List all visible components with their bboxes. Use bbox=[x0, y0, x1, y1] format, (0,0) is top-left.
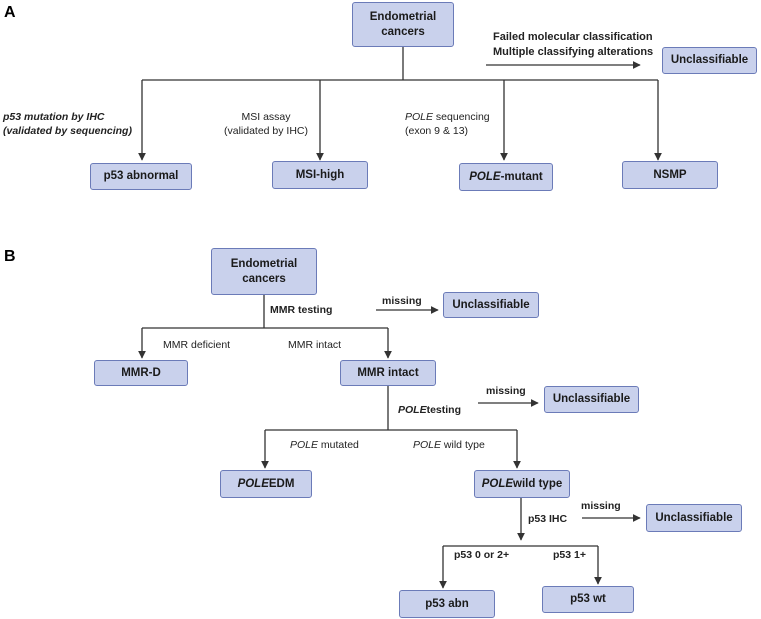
panel-a-label: A bbox=[4, 4, 16, 21]
branch1-label: p53 mutation by IHC (validated by sequen… bbox=[3, 110, 132, 138]
side-note-line-2: Multiple classifying alterations bbox=[493, 45, 654, 58]
unclassifiable-node-a: Unclassifiable bbox=[662, 47, 757, 74]
p53-ihc-label: p53 IHC bbox=[528, 513, 568, 525]
pole-wt-label: POLE wild type bbox=[413, 438, 485, 452]
pole-mutated-em: POLE bbox=[290, 439, 319, 451]
node-pole-rest: -mutant bbox=[500, 170, 543, 183]
pole-testing-label: POLEtesting bbox=[398, 403, 461, 417]
side-note: Failed molecular classification Multiple… bbox=[493, 30, 653, 60]
node-p53-abnormal: p53 abnormal bbox=[90, 163, 192, 190]
root-b-line-1: Endometrial bbox=[230, 257, 298, 270]
mmr-deficient-label: MMR deficient bbox=[163, 339, 231, 351]
root-b-line-2: cancers bbox=[242, 272, 286, 285]
unclassifiable-node-b1: Unclassifiable bbox=[443, 292, 539, 318]
pole-testing-rest: testing bbox=[426, 404, 462, 416]
side-note-line-1: Failed molecular classification bbox=[493, 31, 653, 43]
root-node-b: Endometrial cancers bbox=[211, 248, 317, 295]
node-pole-mutant: POLE-mutant bbox=[459, 163, 553, 191]
branch2-line-2: (validated by IHC) bbox=[223, 125, 309, 138]
unclassifiable-node-b2: Unclassifiable bbox=[544, 386, 639, 413]
unclassifiable-node-b3: Unclassifiable bbox=[646, 504, 742, 532]
p53-1-label: p53 1+ bbox=[553, 549, 586, 561]
node-p53-wt: p53 wt bbox=[542, 586, 634, 613]
root-line-2: cancers bbox=[381, 25, 425, 38]
branch3-em: POLE bbox=[405, 111, 434, 123]
pole-testing-em: POLE bbox=[398, 404, 427, 416]
node-pole-wt-em: POLE bbox=[481, 477, 514, 490]
pole-wt-rest: wild type bbox=[441, 439, 485, 451]
mmr-intact-branch-label: MMR intact bbox=[288, 339, 342, 351]
mmr-testing-label: MMR testing bbox=[270, 304, 333, 316]
pole-mutated-rest: mutated bbox=[318, 439, 359, 451]
missing-label-2: missing bbox=[486, 385, 526, 397]
branch1-line-2: (validated by sequencing) bbox=[3, 125, 132, 138]
root-node-a: Endometrial cancers bbox=[352, 2, 454, 47]
node-p53-abn: p53 abn bbox=[399, 590, 495, 618]
branch1-line-1: p53 mutation by IHC bbox=[3, 111, 105, 123]
branch3-line-2: (exon 9 & 13) bbox=[405, 125, 469, 138]
node-pole-edm-rest: EDM bbox=[268, 477, 295, 490]
node-mmr-intact: MMR intact bbox=[340, 360, 436, 386]
p53-0-2-label: p53 0 or 2+ bbox=[454, 549, 510, 561]
node-msi-high: MSI-high bbox=[272, 161, 368, 189]
branch2-label: MSI assay (validated by IHC) bbox=[218, 110, 314, 138]
node-pole-em: POLE bbox=[469, 170, 501, 183]
node-pole-wt-rest: wild type bbox=[513, 477, 563, 490]
node-pole-edm: POLE EDM bbox=[220, 470, 312, 498]
pole-mutated-label: POLE mutated bbox=[290, 438, 359, 452]
node-mmr-d: MMR-D bbox=[94, 360, 188, 386]
pole-wt-em: POLE bbox=[413, 439, 442, 451]
node-pole-edm-em: POLE bbox=[237, 477, 269, 490]
branch3-label: POLE sequencing (exon 9 & 13) bbox=[405, 110, 490, 138]
branch2-line-1: MSI assay bbox=[241, 111, 291, 123]
node-nsmp: NSMP bbox=[622, 161, 718, 189]
panel-b-label: B bbox=[4, 248, 16, 265]
branch3-rest: sequencing bbox=[433, 111, 490, 123]
node-pole-wild-type: POLE wild type bbox=[474, 470, 570, 498]
root-line-1: Endometrial bbox=[369, 10, 437, 23]
missing-label-1: missing bbox=[382, 295, 422, 307]
missing-label-3: missing bbox=[581, 500, 621, 512]
